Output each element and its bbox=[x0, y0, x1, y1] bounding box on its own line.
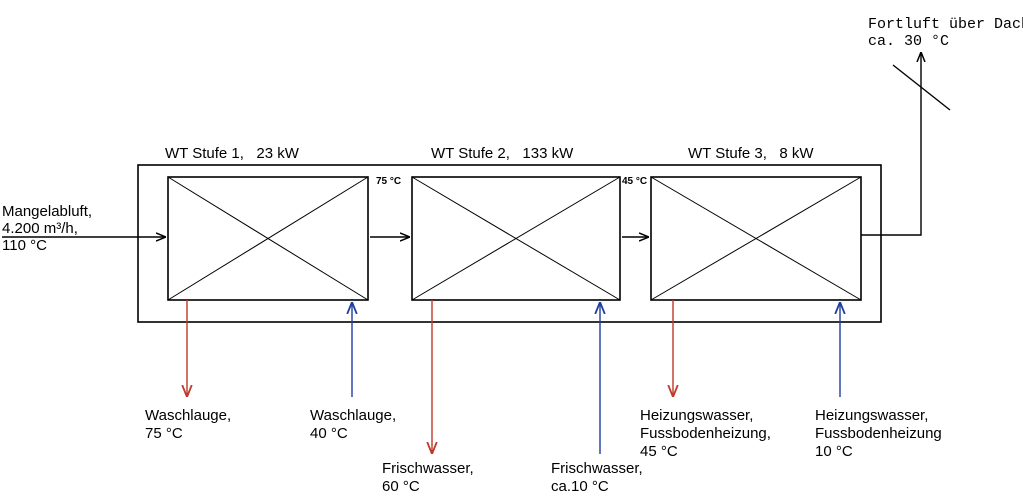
outlet-label: Fortluft über Dach ca. 30 °C bbox=[868, 16, 1023, 50]
svg-text:Fortluft über Dach: Fortluft über Dach bbox=[868, 16, 1023, 33]
svg-text:4.200 m³/h,: 4.200 m³/h, bbox=[2, 220, 78, 237]
flow-label-frischwasser-10: Frischwasser, ca.10 °C bbox=[551, 460, 643, 495]
housing-frame bbox=[137, 164, 882, 323]
svg-text:Frischwasser,: Frischwasser, bbox=[382, 460, 474, 477]
svg-text:ca. 30 °C: ca. 30 °C bbox=[868, 33, 949, 50]
exchanger-stage-3 bbox=[650, 176, 862, 301]
exchanger-stage-1 bbox=[167, 176, 369, 301]
temp-after-stage-2: 45 °C bbox=[622, 176, 647, 187]
stage-1-label: WT Stufe 1, 23 kW bbox=[165, 145, 300, 162]
svg-text:ca.10 °C: ca.10 °C bbox=[551, 478, 609, 495]
svg-text:45 °C: 45 °C bbox=[640, 443, 678, 460]
svg-text:Mangelabluft,: Mangelabluft, bbox=[2, 203, 92, 220]
exhaust-flap-symbol bbox=[892, 64, 951, 111]
svg-text:75 °C: 75 °C bbox=[145, 425, 183, 442]
flow-label-waschlauge-75: Waschlauge, 75 °C bbox=[145, 407, 231, 442]
svg-text:40 °C: 40 °C bbox=[310, 425, 348, 442]
temp-after-stage-1: 75 °C bbox=[376, 176, 401, 187]
svg-text:Heizungswasser,: Heizungswasser, bbox=[815, 407, 928, 424]
svg-text:60 °C: 60 °C bbox=[382, 478, 420, 495]
svg-text:Heizungswasser,: Heizungswasser, bbox=[640, 407, 753, 424]
flow-label-heizungswasser-45: Heizungswasser, Fussbodenheizung, 45 °C bbox=[640, 407, 771, 460]
svg-text:Waschlauge,: Waschlauge, bbox=[310, 407, 396, 424]
svg-text:Waschlauge,: Waschlauge, bbox=[145, 407, 231, 424]
stage-3-label: WT Stufe 3, 8 kW bbox=[688, 145, 814, 162]
flow-label-heizungswasser-10: Heizungswasser, Fussbodenheizung 10 °C bbox=[815, 407, 942, 460]
svg-text:10 °C: 10 °C bbox=[815, 443, 853, 460]
inlet-label: Mangelabluft, 4.200 m³/h, 110 °C bbox=[2, 203, 92, 254]
exchanger-stage-2 bbox=[411, 176, 621, 301]
exhaust-duct bbox=[861, 52, 921, 236]
flow-label-frischwasser-60: Frischwasser, 60 °C bbox=[382, 460, 474, 495]
svg-text:Fussbodenheizung,: Fussbodenheizung, bbox=[640, 425, 771, 442]
stage-2-label: WT Stufe 2, 133 kW bbox=[431, 145, 574, 162]
svg-text:Frischwasser,: Frischwasser, bbox=[551, 460, 643, 477]
svg-text:Fussbodenheizung: Fussbodenheizung bbox=[815, 425, 942, 442]
svg-text:110 °C: 110 °C bbox=[2, 237, 47, 254]
flow-label-waschlauge-40: Waschlauge, 40 °C bbox=[310, 407, 396, 442]
